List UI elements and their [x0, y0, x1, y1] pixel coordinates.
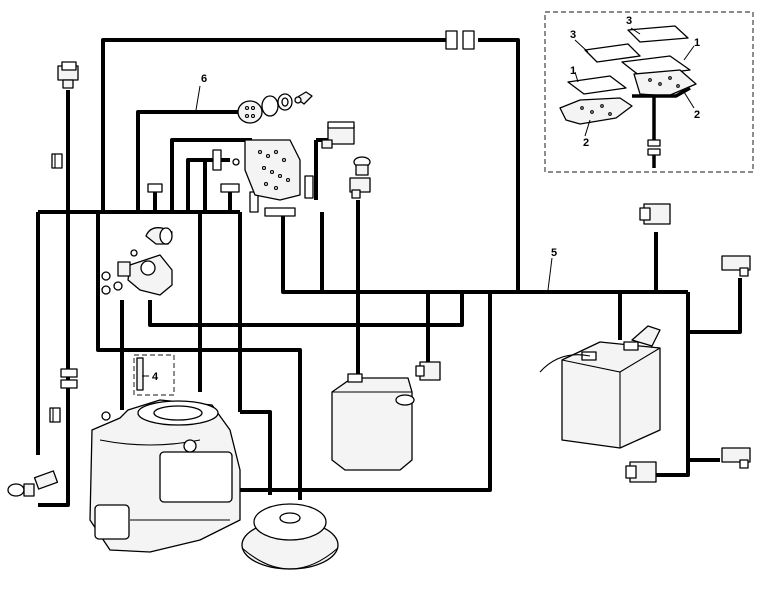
callout-2-right: 2 — [694, 109, 700, 121]
relay-module — [321, 121, 355, 149]
fuse-box-4 — [133, 354, 175, 396]
callout-2-left: 2 — [583, 137, 589, 149]
electric-clutch — [241, 503, 339, 570]
callout-1-left: 1 — [570, 65, 576, 77]
callout-4: 4 — [152, 371, 159, 383]
callout-1-right: 1 — [694, 37, 700, 49]
left-lower-plug — [49, 407, 61, 423]
fuel-tank — [331, 373, 415, 471]
inline-connector-left — [60, 368, 78, 389]
board-2-left — [559, 97, 633, 125]
left-upper-plug — [51, 153, 63, 169]
engine — [89, 399, 241, 553]
wiring-harness — [36, 38, 742, 507]
battery — [539, 325, 661, 449]
callout-6: 6 — [201, 73, 207, 85]
callout-3-right: 3 — [626, 15, 632, 27]
callout-labels: 3 3 1 1 2 2 6 5 4 — [152, 15, 700, 383]
starter-solenoid — [101, 227, 173, 296]
callout-3-left: 3 — [570, 29, 576, 41]
callout-5: 5 — [551, 247, 557, 259]
light-bulb-socket — [7, 470, 59, 497]
top-left-rocker-switch — [57, 61, 79, 89]
right-bottom-connector — [721, 447, 751, 469]
center-safety-switch — [415, 361, 441, 381]
board-2-right — [633, 69, 697, 97]
ignition-key-switch — [237, 91, 313, 124]
inset-detail-box — [544, 11, 754, 173]
frame-1-left — [567, 75, 627, 95]
gasket-3-right — [627, 25, 689, 43]
gasket-3-left — [584, 43, 641, 63]
plunger-switch — [349, 156, 371, 199]
inline-connector-top — [445, 30, 475, 50]
right-upper-switch — [639, 203, 671, 225]
leader-lines — [142, 27, 695, 377]
right-top-connector — [721, 255, 751, 277]
right-lower-switch — [625, 461, 657, 483]
control-circuit-board — [232, 139, 301, 201]
